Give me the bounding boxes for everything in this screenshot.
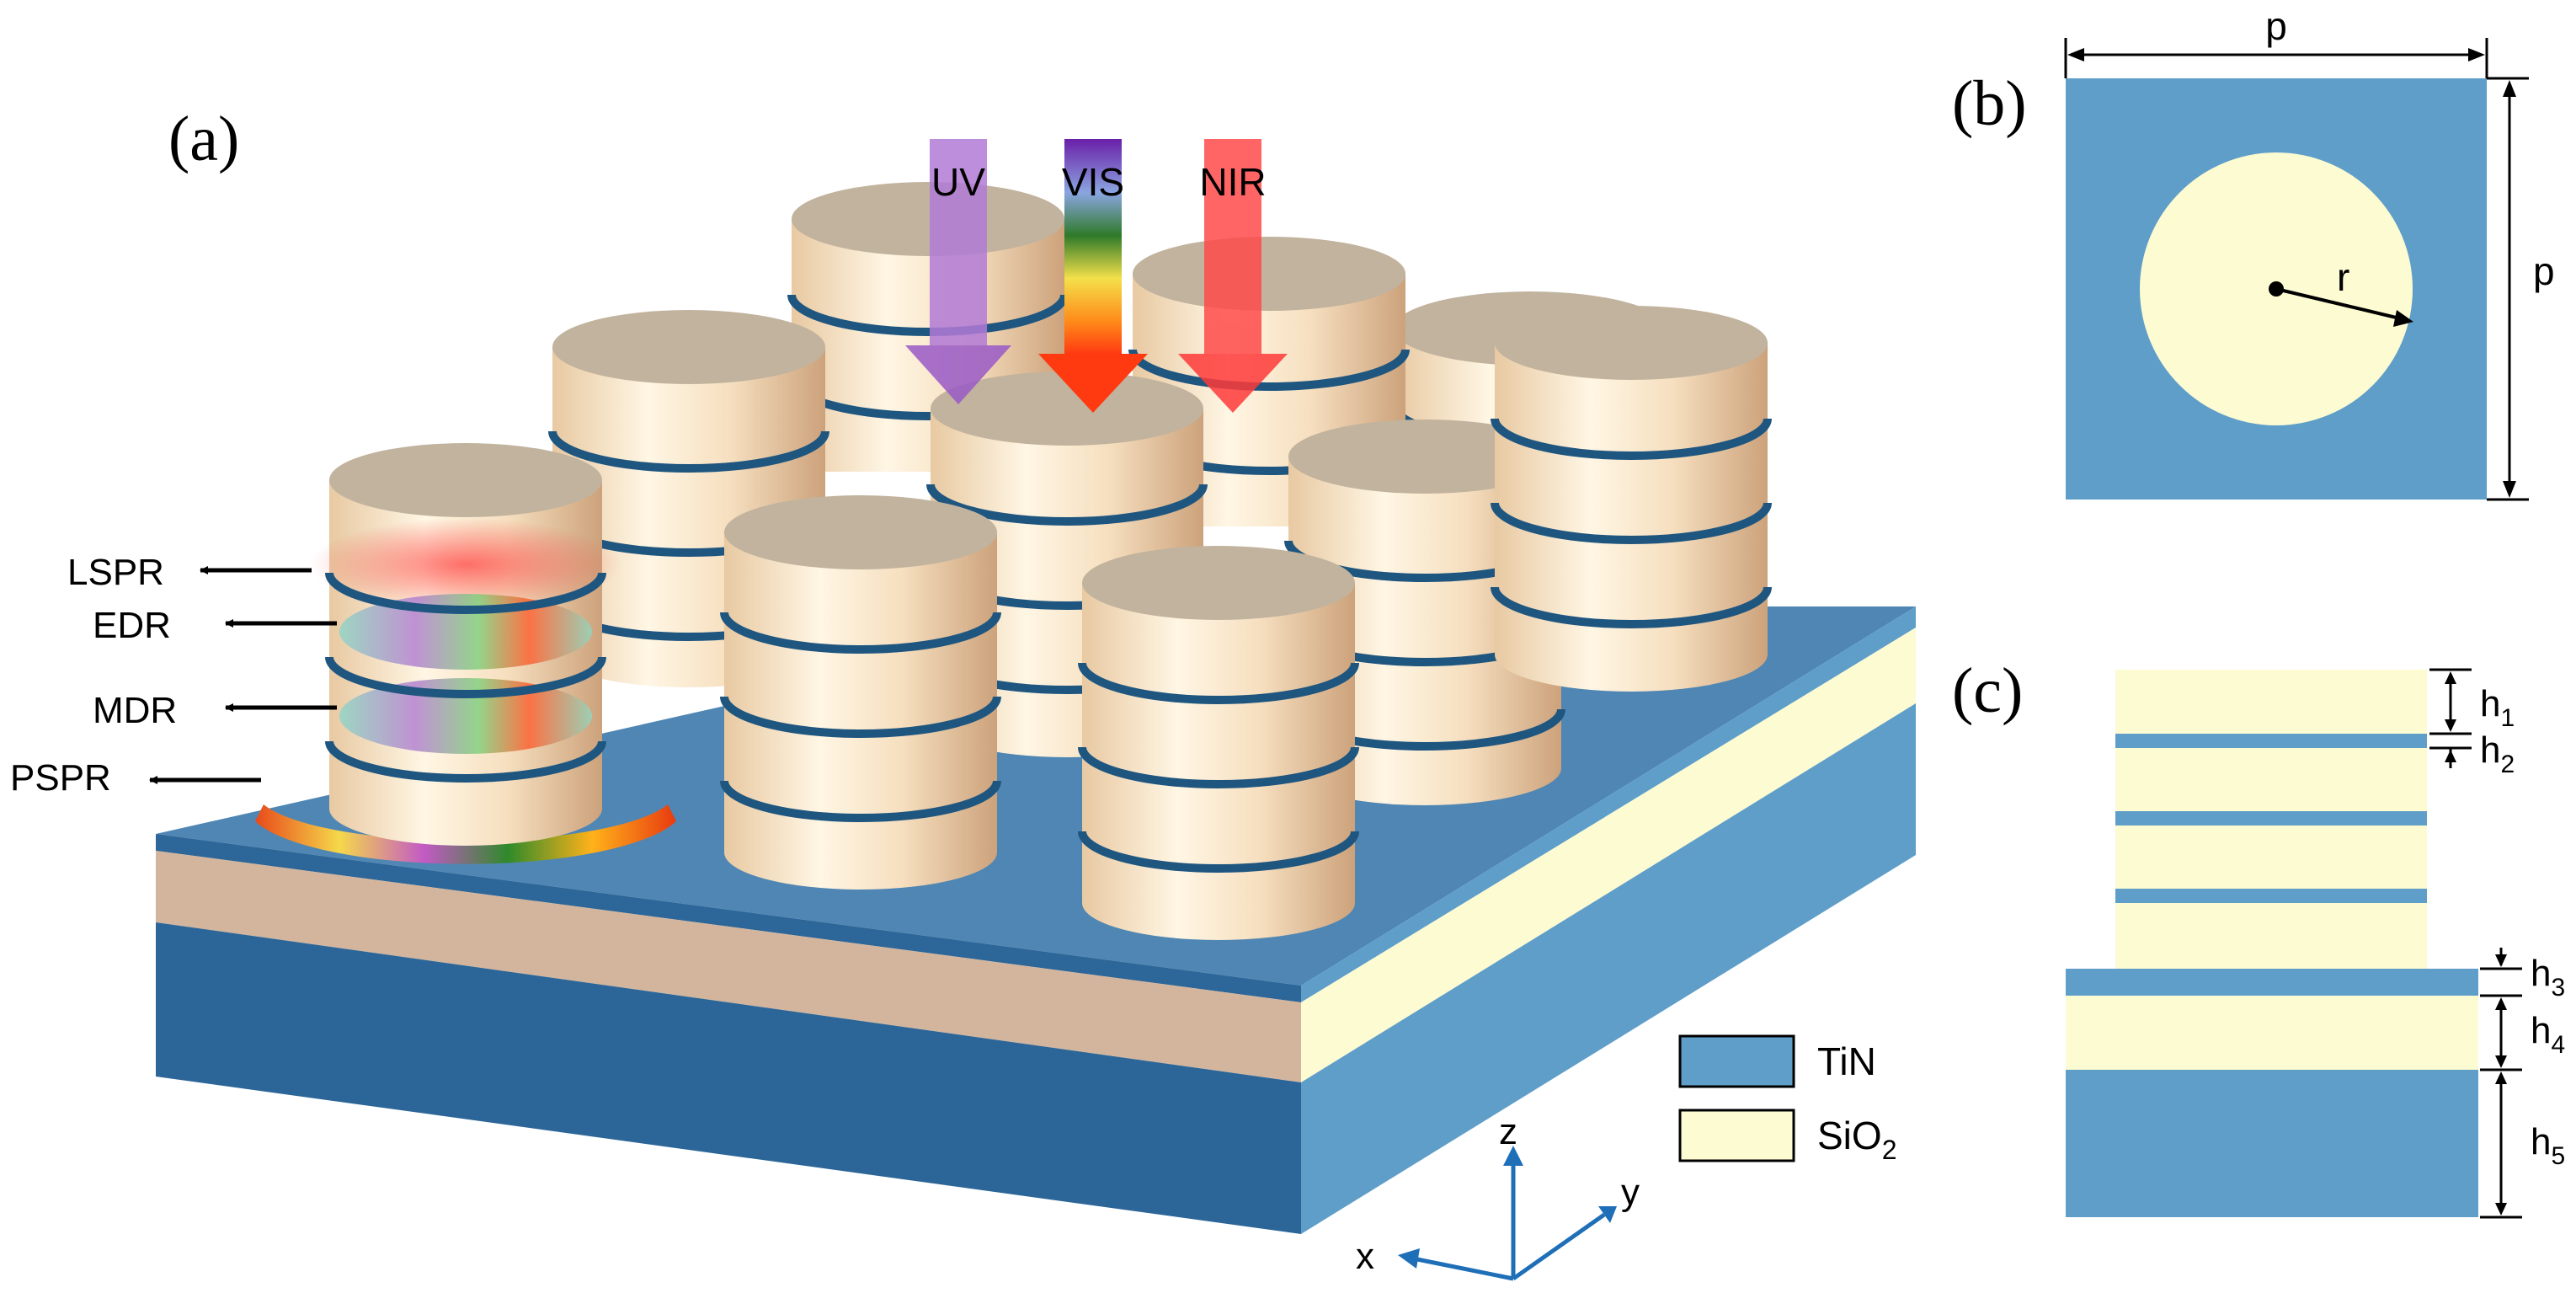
nanopillar-highlighted bbox=[255, 443, 676, 864]
pspr-field-ring bbox=[255, 804, 676, 864]
substrate-side-tin-top bbox=[1301, 606, 1916, 1002]
h1-label: h1 bbox=[2480, 683, 2515, 732]
substrate-front-tin-top bbox=[156, 834, 1301, 1002]
tin-layer-1 bbox=[2115, 734, 2427, 748]
panel-c-label: (c) bbox=[1952, 655, 2023, 726]
panel-a-label: (a) bbox=[168, 104, 239, 174]
sio2-spacer bbox=[2066, 996, 2478, 1070]
h5-label: h5 bbox=[2531, 1121, 2565, 1170]
pspr-label: PSPR bbox=[10, 757, 111, 799]
tin-layer-2 bbox=[2115, 811, 2427, 825]
nir-arrow bbox=[1178, 139, 1288, 413]
edr-label: EDR bbox=[93, 605, 171, 646]
h4-label: h4 bbox=[2531, 1010, 2565, 1059]
x-axis-label: x bbox=[1356, 1236, 1374, 1277]
tin-layer-3 bbox=[2115, 889, 2427, 903]
vis-arrow bbox=[1038, 139, 1148, 413]
z-axis-label: z bbox=[1499, 1111, 1517, 1152]
nanopillar bbox=[720, 495, 1001, 890]
substrate-front-tin-bottom bbox=[156, 922, 1301, 1234]
coordinate-axes: z y x bbox=[1356, 1111, 1640, 1281]
legend-sio2-label: SiO2 bbox=[1817, 1114, 1896, 1165]
radius-line bbox=[2275, 287, 2408, 322]
tin-film bbox=[2066, 969, 2478, 996]
period-x-label: p bbox=[2265, 4, 2287, 48]
lspr-label: LSPR bbox=[67, 552, 164, 593]
panel-b-label: (b) bbox=[1952, 68, 2027, 139]
h3-label: h3 bbox=[2531, 953, 2565, 1002]
uv-label: UV bbox=[931, 160, 985, 204]
panel-a: UV VIS NIR LSPR EDR MDR PSPR (a) z y x T bbox=[10, 104, 1916, 1281]
uv-arrow bbox=[905, 139, 1011, 404]
legend-tin-swatch bbox=[1678, 1034, 1795, 1088]
material-legend: TiN SiO2 bbox=[1678, 1034, 1896, 1165]
legend-tin-label: TiN bbox=[1817, 1039, 1876, 1083]
nanopillar bbox=[1078, 546, 1359, 940]
h2-label: h2 bbox=[2480, 729, 2515, 778]
y-axis-label: y bbox=[1621, 1172, 1640, 1213]
legend-sio2-swatch bbox=[1678, 1109, 1795, 1162]
thickness-arrowheads bbox=[2445, 671, 2507, 1216]
edr-field-map bbox=[339, 594, 592, 670]
substrate-side-sio2 bbox=[1301, 628, 1916, 1082]
panel-b: (b) r p p bbox=[1952, 4, 2555, 501]
vis-label: VIS bbox=[1062, 160, 1124, 204]
mdr-label: MDR bbox=[93, 690, 177, 731]
nir-label: NIR bbox=[1199, 160, 1266, 204]
period-y-label: p bbox=[2533, 249, 2555, 293]
lspr-glow bbox=[310, 518, 621, 611]
tin-substrate bbox=[2066, 1070, 2478, 1217]
radius-label: r bbox=[2337, 255, 2349, 299]
panel-c: (c) bbox=[1952, 655, 2565, 1219]
mdr-field-map bbox=[339, 678, 592, 754]
nanopillar bbox=[1491, 306, 1772, 692]
substrate-side-tin-bottom bbox=[1301, 703, 1916, 1234]
substrate-front-sio2 bbox=[156, 851, 1301, 1082]
